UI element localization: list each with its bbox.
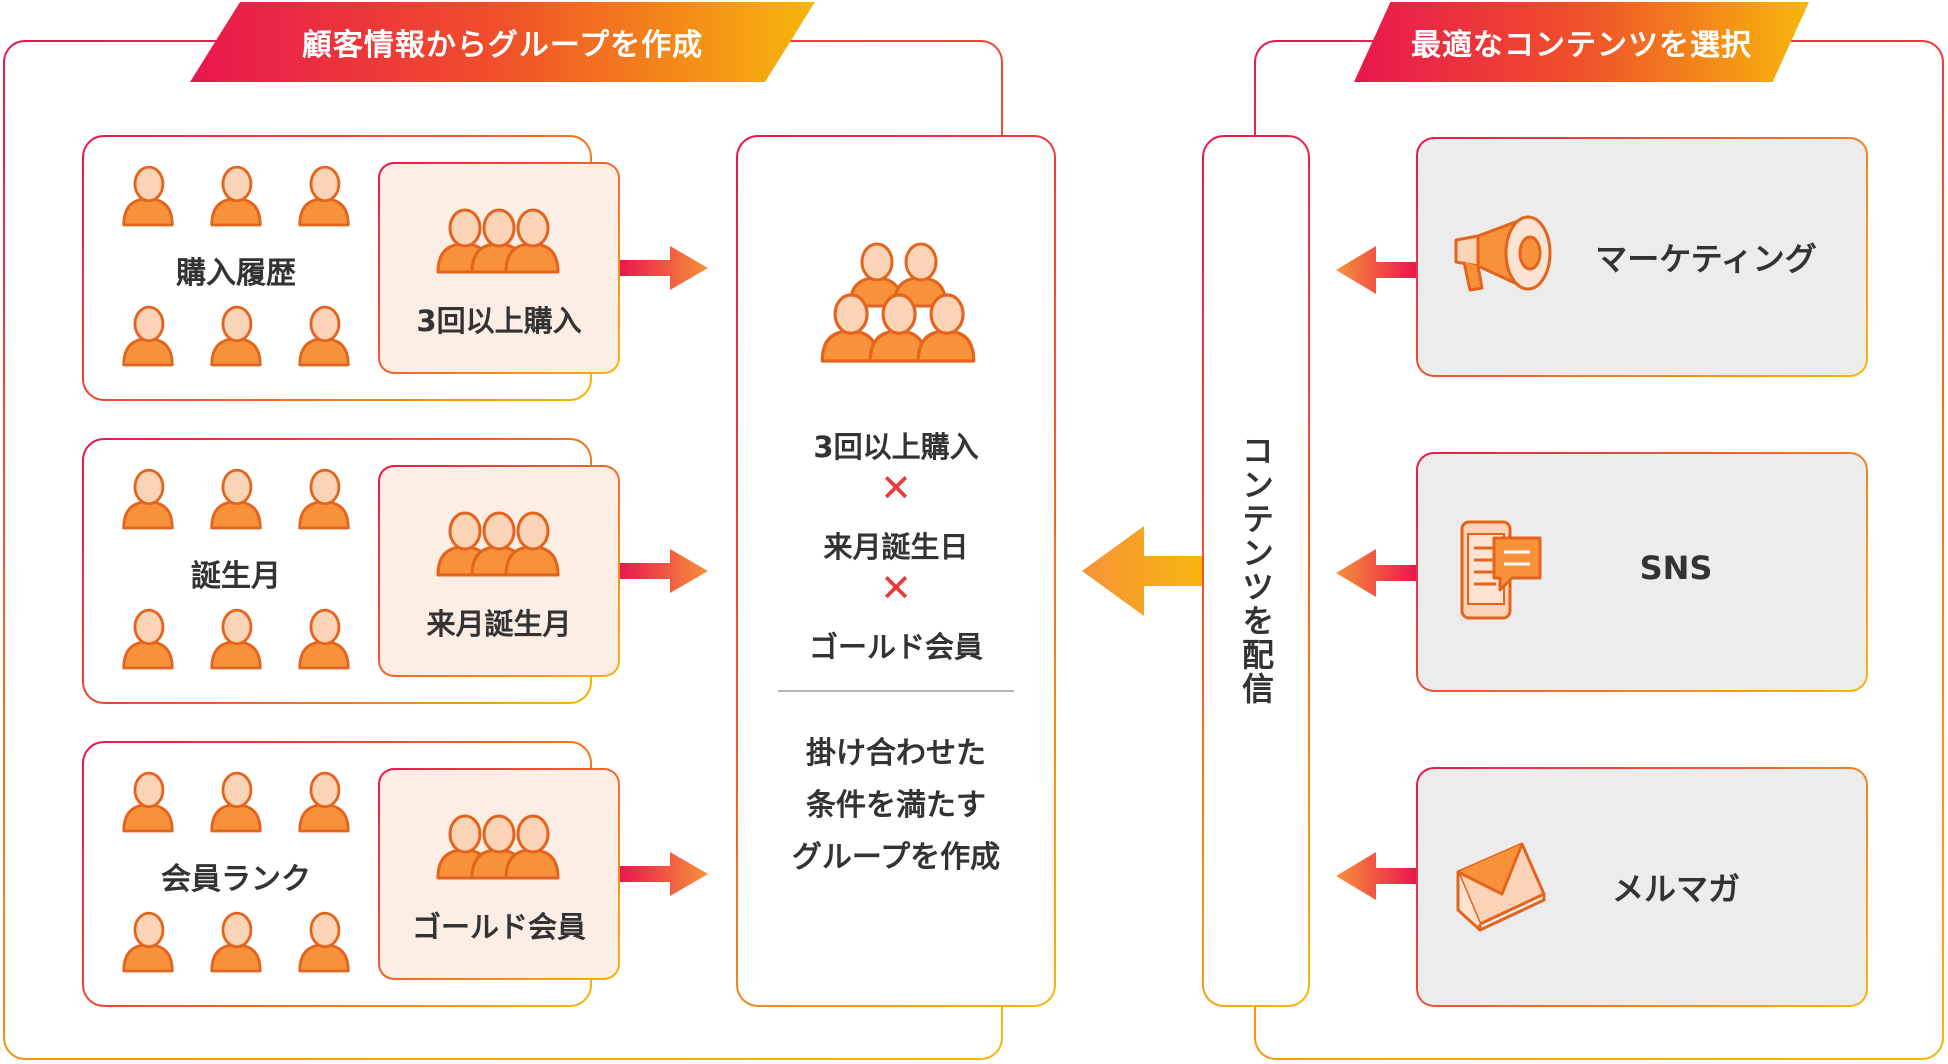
customer-icon — [120, 465, 176, 535]
customer-icon — [208, 302, 264, 372]
content-delivery-box — [1202, 135, 1310, 1007]
customer-icon — [296, 908, 352, 978]
condition-label: 来月誕生日 — [823, 530, 969, 564]
customer-icon — [296, 465, 352, 535]
condition-label: 3回以上購入 — [813, 430, 979, 464]
arrow-left-icon — [1082, 526, 1204, 616]
cross-operator-icon: ✕ — [880, 466, 912, 510]
left-panel-banner: 顧客情報からグループを作成 — [190, 2, 815, 82]
arrow-left-icon — [1336, 246, 1416, 294]
content-delivery-label: コンテンツを配信 — [1237, 434, 1275, 706]
subgroup-label: ゴールド会員 — [411, 910, 586, 944]
combined-description-line: 条件を満たす — [806, 788, 986, 823]
arrow-right-icon — [620, 246, 708, 290]
subgroup-label: 3回以上購入 — [416, 304, 582, 338]
subgroup-label: 来月誕生月 — [426, 607, 572, 641]
customer-group-icon — [434, 499, 564, 589]
arrow-right-icon — [620, 852, 708, 896]
right-panel-banner: 最適なコンテンツを選択 — [1354, 2, 1809, 82]
customer-icon — [208, 465, 264, 535]
customer-icon — [120, 302, 176, 372]
customer-icon — [296, 768, 352, 838]
customer-icon — [120, 768, 176, 838]
combined-description-line: 掛け合わせた — [806, 736, 986, 771]
customer-icon — [120, 605, 176, 675]
customer-icon — [296, 605, 352, 675]
condition-label: ゴールド会員 — [808, 630, 983, 664]
customer-icon — [208, 768, 264, 838]
customer-icon — [296, 302, 352, 372]
combined-group-box — [736, 135, 1056, 1007]
customer-icon — [120, 162, 176, 232]
group-category-label: 会員ランク — [161, 862, 311, 897]
channel-label: マーケティング — [1595, 240, 1817, 278]
megaphone-icon — [1454, 215, 1552, 292]
smartphone-chat-icon — [1460, 520, 1542, 620]
arrow-left-icon — [1336, 549, 1416, 597]
customer-icon — [208, 162, 264, 232]
arrow-left-icon — [1336, 852, 1416, 900]
customer-group-icon — [434, 802, 564, 892]
customer-icon — [208, 908, 264, 978]
customer-group-icon — [434, 196, 564, 286]
group-category-label: 誕生月 — [191, 559, 281, 594]
divider — [778, 690, 1014, 692]
channel-label: メルマガ — [1611, 870, 1740, 908]
customer-icon — [208, 605, 264, 675]
combined-description-line: グループを作成 — [791, 840, 1001, 875]
group-category-label: 購入履歴 — [176, 256, 296, 291]
customer-icon — [296, 162, 352, 232]
combined-customer-group-icon — [820, 242, 976, 363]
cross-operator-icon: ✕ — [880, 566, 912, 610]
channel-label: SNS — [1639, 549, 1713, 587]
customer-icon — [120, 908, 176, 978]
arrow-right-icon — [620, 549, 708, 593]
envelope-icon — [1456, 842, 1546, 932]
